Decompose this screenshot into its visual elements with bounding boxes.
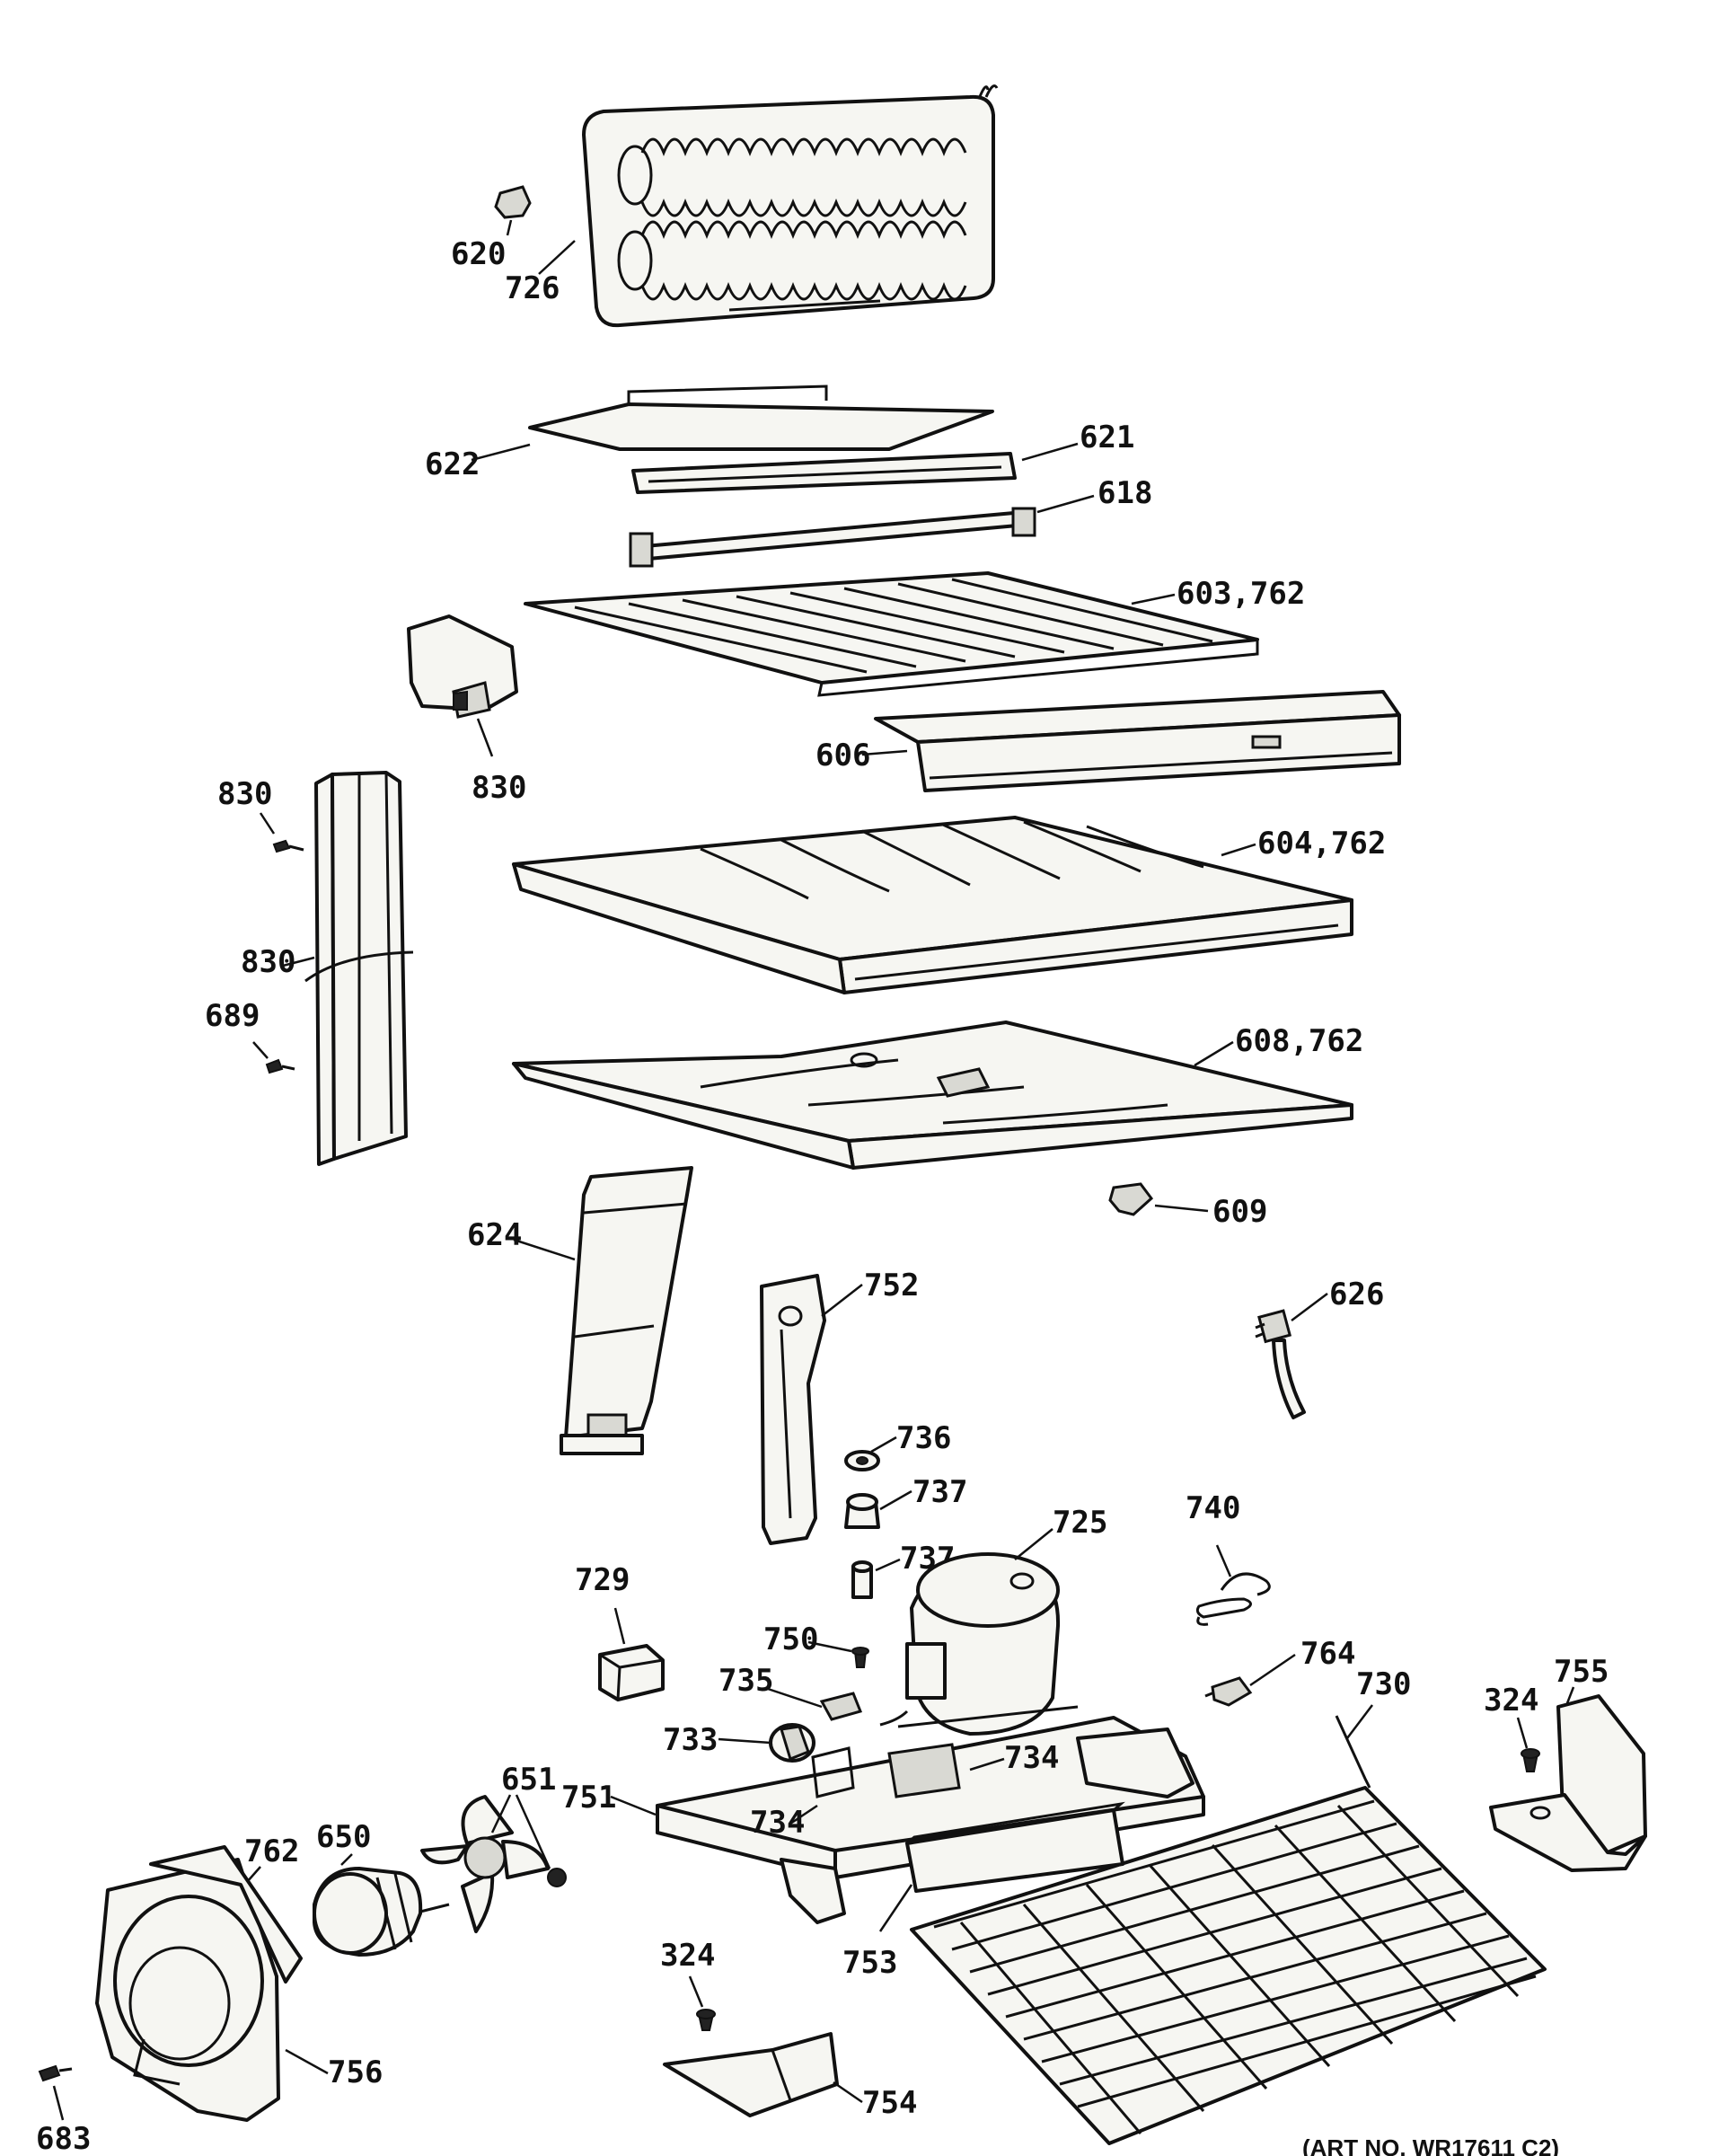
part-730-condenser [910, 1715, 1547, 2145]
part-621-heater-tray [631, 452, 1017, 494]
part-725-compressor [879, 1552, 1079, 1736]
part-651-nut [547, 1868, 567, 1887]
part-609-clip [1108, 1182, 1154, 1216]
part-750-screw [851, 1647, 869, 1668]
label-756: 756 [328, 2054, 383, 2090]
art-number: (ART NO. WR17611 C2) [1302, 2134, 1559, 2156]
label-624: 624 [467, 1217, 522, 1253]
label-618: 618 [1098, 475, 1152, 511]
label-725: 725 [1053, 1505, 1107, 1541]
label-606: 606 [815, 738, 870, 773]
part-733-capacitor [769, 1723, 815, 1763]
evaporator-coils-upper [640, 137, 967, 217]
label-830-channel: 830 [241, 944, 295, 980]
part-608-shelf [512, 1021, 1353, 1170]
label-740: 740 [1186, 1490, 1240, 1526]
label-621: 621 [1080, 420, 1134, 455]
label-608-762: 608,762 [1235, 1023, 1363, 1059]
part-762-strip [149, 1845, 303, 1984]
label-830-control: 830 [472, 770, 526, 806]
part-754-cover [663, 2032, 839, 2117]
label-734-lower: 734 [750, 1805, 805, 1841]
label-755: 755 [1554, 1654, 1609, 1690]
label-734-upper: 734 [1004, 1740, 1059, 1776]
part-726-evaporator [582, 84, 999, 328]
label-762: 762 [244, 1833, 299, 1869]
label-620: 620 [451, 236, 506, 272]
part-736-washer [844, 1450, 880, 1471]
part-755-bracket [1489, 1694, 1647, 1872]
label-689: 689 [205, 998, 260, 1034]
label-737-upper: 737 [912, 1474, 967, 1510]
label-683: 683 [36, 2121, 91, 2156]
part-650-fan-motor [313, 1867, 450, 1957]
part-756-fan-shroud [95, 1858, 280, 2122]
label-735: 735 [718, 1663, 773, 1699]
label-750: 750 [763, 1621, 818, 1657]
label-764: 764 [1300, 1636, 1355, 1672]
part-753-rail [905, 1801, 1125, 1893]
part-735-clip [819, 1692, 863, 1721]
part-622-cover [528, 384, 994, 451]
part-626-power-cord [1255, 1309, 1306, 1419]
label-651: 651 [501, 1762, 556, 1798]
part-740-clip [1195, 1572, 1271, 1626]
label-324-upper: 324 [1484, 1683, 1538, 1719]
label-730: 730 [1356, 1666, 1411, 1702]
evaporator-coils-lower [640, 220, 967, 301]
part-620-clip [494, 185, 532, 219]
label-604-762: 604,762 [1257, 826, 1386, 862]
condenser-coils [933, 1799, 1537, 2134]
part-604-shelf [512, 816, 1353, 994]
label-736: 736 [896, 1420, 951, 1456]
part-618-heater-rod [629, 507, 1036, 568]
part-603-shelf [524, 571, 1259, 697]
part-737-grommet-upper [844, 1493, 880, 1529]
part-764-clip [1204, 1676, 1253, 1707]
shelf-grid-lines [574, 578, 1213, 674]
screw-830 [272, 839, 304, 853]
part-830-channel [304, 771, 414, 1166]
label-324-lower: 324 [660, 1938, 715, 1974]
part-606-drawer-cover [874, 690, 1401, 792]
part-737-grommet-lower [851, 1560, 873, 1599]
label-603-762: 603,762 [1177, 576, 1305, 612]
part-683-screw [38, 2064, 73, 2082]
part-752-bracket [760, 1274, 826, 1545]
label-729: 729 [575, 1562, 630, 1598]
part-830-damper-control [407, 614, 518, 719]
label-726: 726 [505, 270, 560, 306]
label-622: 622 [425, 446, 480, 482]
label-752: 752 [864, 1268, 919, 1303]
part-624-duct [560, 1166, 693, 1455]
label-626: 626 [1329, 1277, 1384, 1312]
label-830-screw: 830 [217, 776, 272, 812]
part-324-screw-upper [1521, 1748, 1540, 1772]
label-650: 650 [316, 1819, 371, 1855]
part-651-fan-blade [420, 1795, 550, 1933]
part-729-relay [598, 1644, 665, 1701]
label-754: 754 [862, 2085, 917, 2121]
label-753: 753 [842, 1945, 897, 1981]
label-751: 751 [561, 1780, 616, 1816]
label-733: 733 [663, 1722, 718, 1758]
label-609: 609 [1212, 1194, 1267, 1230]
screw-689 [265, 1058, 295, 1074]
part-324-screw-lower [696, 2009, 716, 2031]
